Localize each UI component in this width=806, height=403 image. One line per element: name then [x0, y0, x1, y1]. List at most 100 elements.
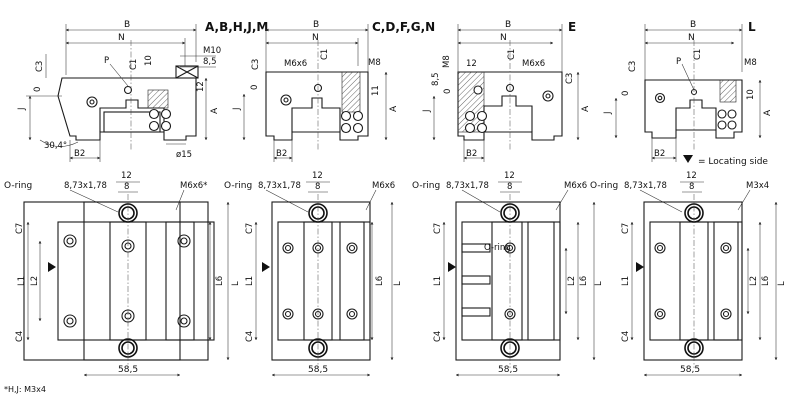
v2-label-J: J — [232, 107, 242, 111]
v1-label-0: 0 — [33, 87, 43, 92]
v3-label-0: 0 — [443, 89, 453, 94]
v2-oring: O-ring — [224, 181, 252, 191]
v4-label-C3: C3 — [628, 61, 638, 72]
v1-label-C1: C1 — [129, 59, 139, 70]
v4-title: L — [748, 20, 756, 34]
v1-label-J: J — [17, 107, 27, 111]
v2-d12: 12 — [312, 171, 323, 181]
v3-oring: O-ring — [412, 181, 440, 191]
footnote: *H,J: M3x4 — [4, 385, 46, 394]
v4-dim-10: 10 — [746, 89, 756, 100]
v4-L1: L1 — [621, 276, 631, 286]
v3-label-A: A — [581, 105, 591, 112]
v1-dim-M: M10 — [203, 46, 221, 56]
variant-4-top-view: B N L M8 P C1 10 C3 0 J A B2 = Locating … — [603, 20, 773, 167]
v3-dim-B: B — [505, 20, 511, 30]
v1-dim-12: 12 — [196, 81, 206, 92]
locating-side-icon — [683, 155, 693, 163]
v4-d12: 12 — [686, 171, 697, 181]
v4-dim-M: M8 — [744, 58, 757, 68]
v1-C4: C4 — [15, 331, 25, 342]
v1-L1: L1 — [17, 276, 27, 286]
v3-label-B2: B2 — [466, 149, 477, 159]
variant-3-bottom-view: O-ring 8,73x1,78 12 8 M6x6 O-ring C7 C4 … — [412, 171, 604, 377]
v4-L6: L6 — [761, 276, 771, 286]
v4-width: 58,5 — [680, 365, 700, 375]
v1-C7: C7 — [15, 223, 25, 234]
v2-L1: L1 — [245, 276, 255, 286]
v3-dim-12: 12 — [466, 59, 477, 69]
v4-label-B2: B2 — [654, 149, 665, 159]
v3-L: L — [594, 281, 604, 286]
v2-locating-arrow-icon — [262, 262, 270, 272]
v3-dim-85: 8,5 — [431, 72, 441, 86]
v1-label-C3: C3 — [35, 61, 45, 72]
v4-label-0: 0 — [621, 91, 631, 96]
v3-d12: 12 — [504, 171, 515, 181]
variant-2-top-view: B N C,D,F,G,N M8 M6x6 C1 11 C3 0 J A B2 — [232, 20, 435, 162]
v2-L6: L6 — [375, 276, 385, 286]
v4-oring-size: 8,73x1,78 — [624, 181, 667, 191]
v2-dim-B: B — [313, 20, 319, 30]
v3-L1: L1 — [433, 276, 443, 286]
v4-oring: O-ring — [590, 181, 618, 191]
v3-label-J: J — [422, 109, 432, 113]
v2-screw: M6x6 — [372, 181, 395, 191]
v4-dim-N: N — [688, 33, 695, 43]
v1-width: 58,5 — [118, 365, 138, 375]
v3-locating-arrow-icon — [448, 262, 456, 272]
v1-L6: L6 — [215, 276, 225, 286]
v3-L6: L6 — [579, 276, 589, 286]
v3-oring-size: 8,73x1,78 — [446, 181, 489, 191]
v2-dim-M: M8 — [368, 58, 381, 68]
v3-dim-N: N — [500, 33, 507, 43]
v1-label-phi: ø15 — [176, 150, 192, 160]
v3-screw: M6x6 — [564, 181, 587, 191]
v4-label-A: A — [763, 109, 773, 116]
legend-text: = Locating side — [698, 157, 768, 167]
v2-width: 58,5 — [308, 365, 328, 375]
v4-d8: 8 — [689, 182, 694, 192]
v1-label-P: P — [104, 56, 109, 66]
v2-label-B2: B2 — [276, 149, 287, 159]
v3-label-C1: C1 — [507, 49, 517, 60]
v4-label-J: J — [603, 111, 613, 115]
v2-C4: C4 — [245, 331, 255, 342]
v4-C4: C4 — [621, 331, 631, 342]
v3-inner-oring: O-ring — [484, 243, 511, 253]
v3-L2: L2 — [567, 276, 577, 286]
variant-4-bottom-view: O-ring 8,73x1,78 12 8 M3x4 C7 C4 L1 L2 L… — [590, 171, 787, 377]
v4-dim-B: B — [690, 20, 696, 30]
v1-d8: 8 — [124, 182, 129, 192]
v3-label-C3: C3 — [565, 73, 575, 84]
v4-screw: M3x4 — [746, 181, 769, 191]
v1-dim-85: 8,5 — [203, 57, 217, 67]
v2-oring-size: 8,73x1,78 — [258, 181, 301, 191]
v1-dim-N: N — [118, 33, 125, 43]
v2-label-C1: C1 — [320, 49, 330, 60]
v2-L: L — [393, 281, 403, 286]
v4-label-P: P — [676, 57, 681, 67]
variant-1-top-view: B N A,B,H,J,M M10 8,5 P C1 10 12 — [17, 20, 268, 162]
v1-dim-10: 10 — [144, 55, 154, 66]
v3-dim-M: M8 — [442, 55, 452, 68]
v3-C7: C7 — [433, 223, 443, 234]
v1-L: L — [231, 281, 241, 286]
v2-title: C,D,F,G,N — [372, 20, 435, 34]
v4-locating-arrow-icon — [636, 262, 644, 272]
v4-C7: C7 — [621, 223, 631, 234]
v3-width: 58,5 — [498, 365, 518, 375]
v3-C4: C4 — [433, 331, 443, 342]
v4-L2: L2 — [749, 276, 759, 286]
v1-L2: L2 — [30, 276, 40, 286]
v2-label-0: 0 — [250, 85, 260, 90]
v3-title: E — [568, 20, 576, 34]
variant-1-bottom-view: O-ring 8,73x1,78 12 8 M6x6* C7 C4 L1 L2 … — [4, 171, 241, 377]
v4-L: L — [777, 281, 787, 286]
v1-locating-arrow-icon — [48, 262, 56, 272]
variant-3-top-view: B N E M8 12 M6x6 C1 8,5 0 C3 J A B2 — [422, 20, 591, 162]
v1-d12: 12 — [121, 171, 132, 181]
v2-d8: 8 — [315, 182, 320, 192]
v2-dim-N: N — [312, 33, 319, 43]
